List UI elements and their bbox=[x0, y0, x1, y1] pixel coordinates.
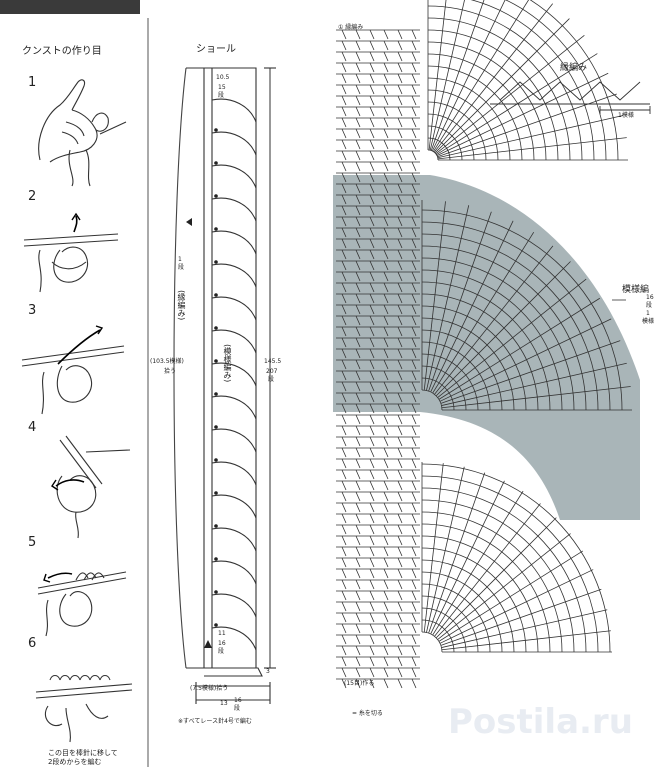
chart-pattern-row-4: 模様 bbox=[642, 318, 655, 325]
shawl-row-dots bbox=[214, 128, 218, 627]
crochet-chart bbox=[336, 0, 632, 689]
shawl-top-dim-2: 15 bbox=[218, 84, 226, 91]
chart-edge-title: 縁編み bbox=[560, 63, 588, 73]
shawl-edge-label: (縁編み) bbox=[177, 290, 186, 321]
shawl-height-3: 段 bbox=[268, 376, 275, 383]
step-4-hook-illustration bbox=[51, 435, 131, 539]
step-3-hook-illustration bbox=[21, 325, 125, 415]
step-3-number: 3 bbox=[28, 303, 37, 318]
shawl-bottom-dim-1: 11 bbox=[218, 630, 226, 637]
chart-edge-repeat: 1模様 bbox=[618, 112, 634, 119]
step-2-hook-illustration bbox=[23, 212, 119, 293]
shawl-bottom-dim-3: 段 bbox=[218, 648, 225, 655]
shawl-scallops bbox=[211, 98, 257, 651]
chart-pattern-row-3: 1 bbox=[646, 310, 650, 317]
shawl-edge-three: 3 bbox=[266, 668, 270, 675]
shawl-bottom-dim-2: 16 bbox=[218, 640, 226, 647]
step-6-hook-illustration bbox=[35, 674, 133, 743]
shawl-bottom-width-2: 16 bbox=[234, 697, 242, 704]
chart-start-label: (15目)作る bbox=[344, 680, 375, 687]
step-6-number: 6 bbox=[28, 636, 37, 651]
shawl-bottom-width-1: 13 bbox=[220, 700, 228, 707]
shawl-edge-row-1: 1 bbox=[178, 256, 182, 263]
shawl-height-1: 145.5 bbox=[264, 358, 282, 365]
chart-pattern-row-2: 段 bbox=[646, 302, 653, 309]
watermark-logo: Postila.ru bbox=[448, 702, 633, 742]
shawl-title: ショール bbox=[196, 44, 236, 55]
header-block bbox=[0, 0, 140, 14]
step-1-hand-illustration bbox=[38, 79, 127, 187]
step-2-number: 2 bbox=[28, 189, 37, 204]
shawl-bottom-width-3: 段 bbox=[234, 705, 241, 712]
shawl-top-dim-3: 段 bbox=[218, 92, 225, 99]
step-6-note-line1: この目を棒針に移して bbox=[48, 749, 118, 757]
shawl-cast-on: (7.5模様)拾う bbox=[190, 685, 229, 692]
shawl-arrows bbox=[186, 218, 212, 648]
step-1-number: 1 bbox=[28, 75, 37, 90]
chart-pattern-row-1: 16 bbox=[646, 294, 654, 301]
shawl-width-label: (103.5模様) bbox=[150, 358, 184, 365]
steps-heading: クンストの作り目 bbox=[22, 46, 102, 57]
chart-row-marker: ① 縁編み bbox=[338, 24, 364, 31]
step-6-note-line2: 2段めからを編む bbox=[48, 758, 102, 766]
shawl-schematic bbox=[173, 67, 276, 704]
chart-legend: = 糸を切る bbox=[352, 710, 383, 717]
chart-pattern-title: 模様編 bbox=[622, 285, 650, 295]
shawl-needle-note: ※すべてレース針4号で編む bbox=[178, 718, 252, 725]
step-4-number: 4 bbox=[28, 420, 37, 435]
step-5-number: 5 bbox=[28, 535, 37, 550]
shawl-height-2: 207 bbox=[266, 368, 278, 375]
shawl-edge-row-2: 段 bbox=[178, 264, 185, 271]
step-5-hook-illustration bbox=[37, 571, 127, 637]
edge-pattern-sample bbox=[490, 81, 651, 114]
shawl-width-label-2: 拾う bbox=[164, 368, 177, 375]
shawl-top-dim-1: 10.5 bbox=[216, 74, 230, 81]
shawl-pattern-label: (模様編み) bbox=[223, 344, 232, 383]
